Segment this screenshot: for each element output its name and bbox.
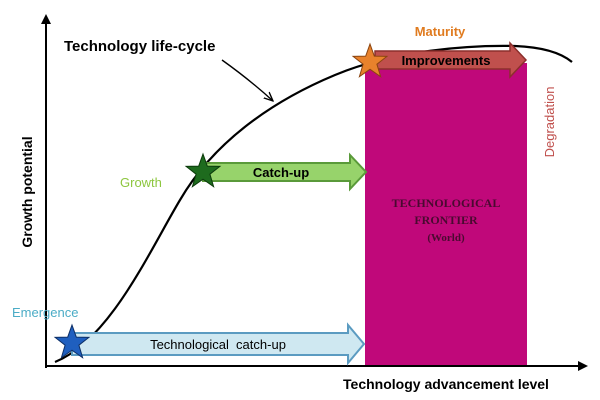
frontier-title-line3: (World) [427,232,465,244]
maturity-label: Maturity [415,24,466,39]
emergence-star-icon [53,323,91,359]
life-cycle-label-pointer [221,59,273,101]
catch-up-arrow [202,152,368,192]
y-axis-label: Growth potential [19,136,35,247]
frontier-title-line2: FRONTIER [414,213,478,227]
technological-frontier-block [365,63,527,366]
x-axis-label: Technology advancement level [343,376,549,392]
emergence-label: Emergence [12,305,78,320]
growth-label: Growth [120,175,162,190]
improvements-arrow [374,41,528,79]
technological-catch-up-arrow [71,322,366,366]
catch-up-label: Catch-up [253,165,309,180]
life-cycle-label: Technology life-cycle [64,38,215,55]
life-cycle-curve [54,44,573,364]
frontier-title-line1: TECHNOLOGICAL [392,196,501,210]
degradation-label: Degradation [542,87,557,158]
technological-catch-up-label: Technological catch-up [150,337,286,352]
growth-star-icon [184,152,222,188]
improvements-label: Improvements [402,53,491,68]
maturity-star-icon [351,42,389,78]
